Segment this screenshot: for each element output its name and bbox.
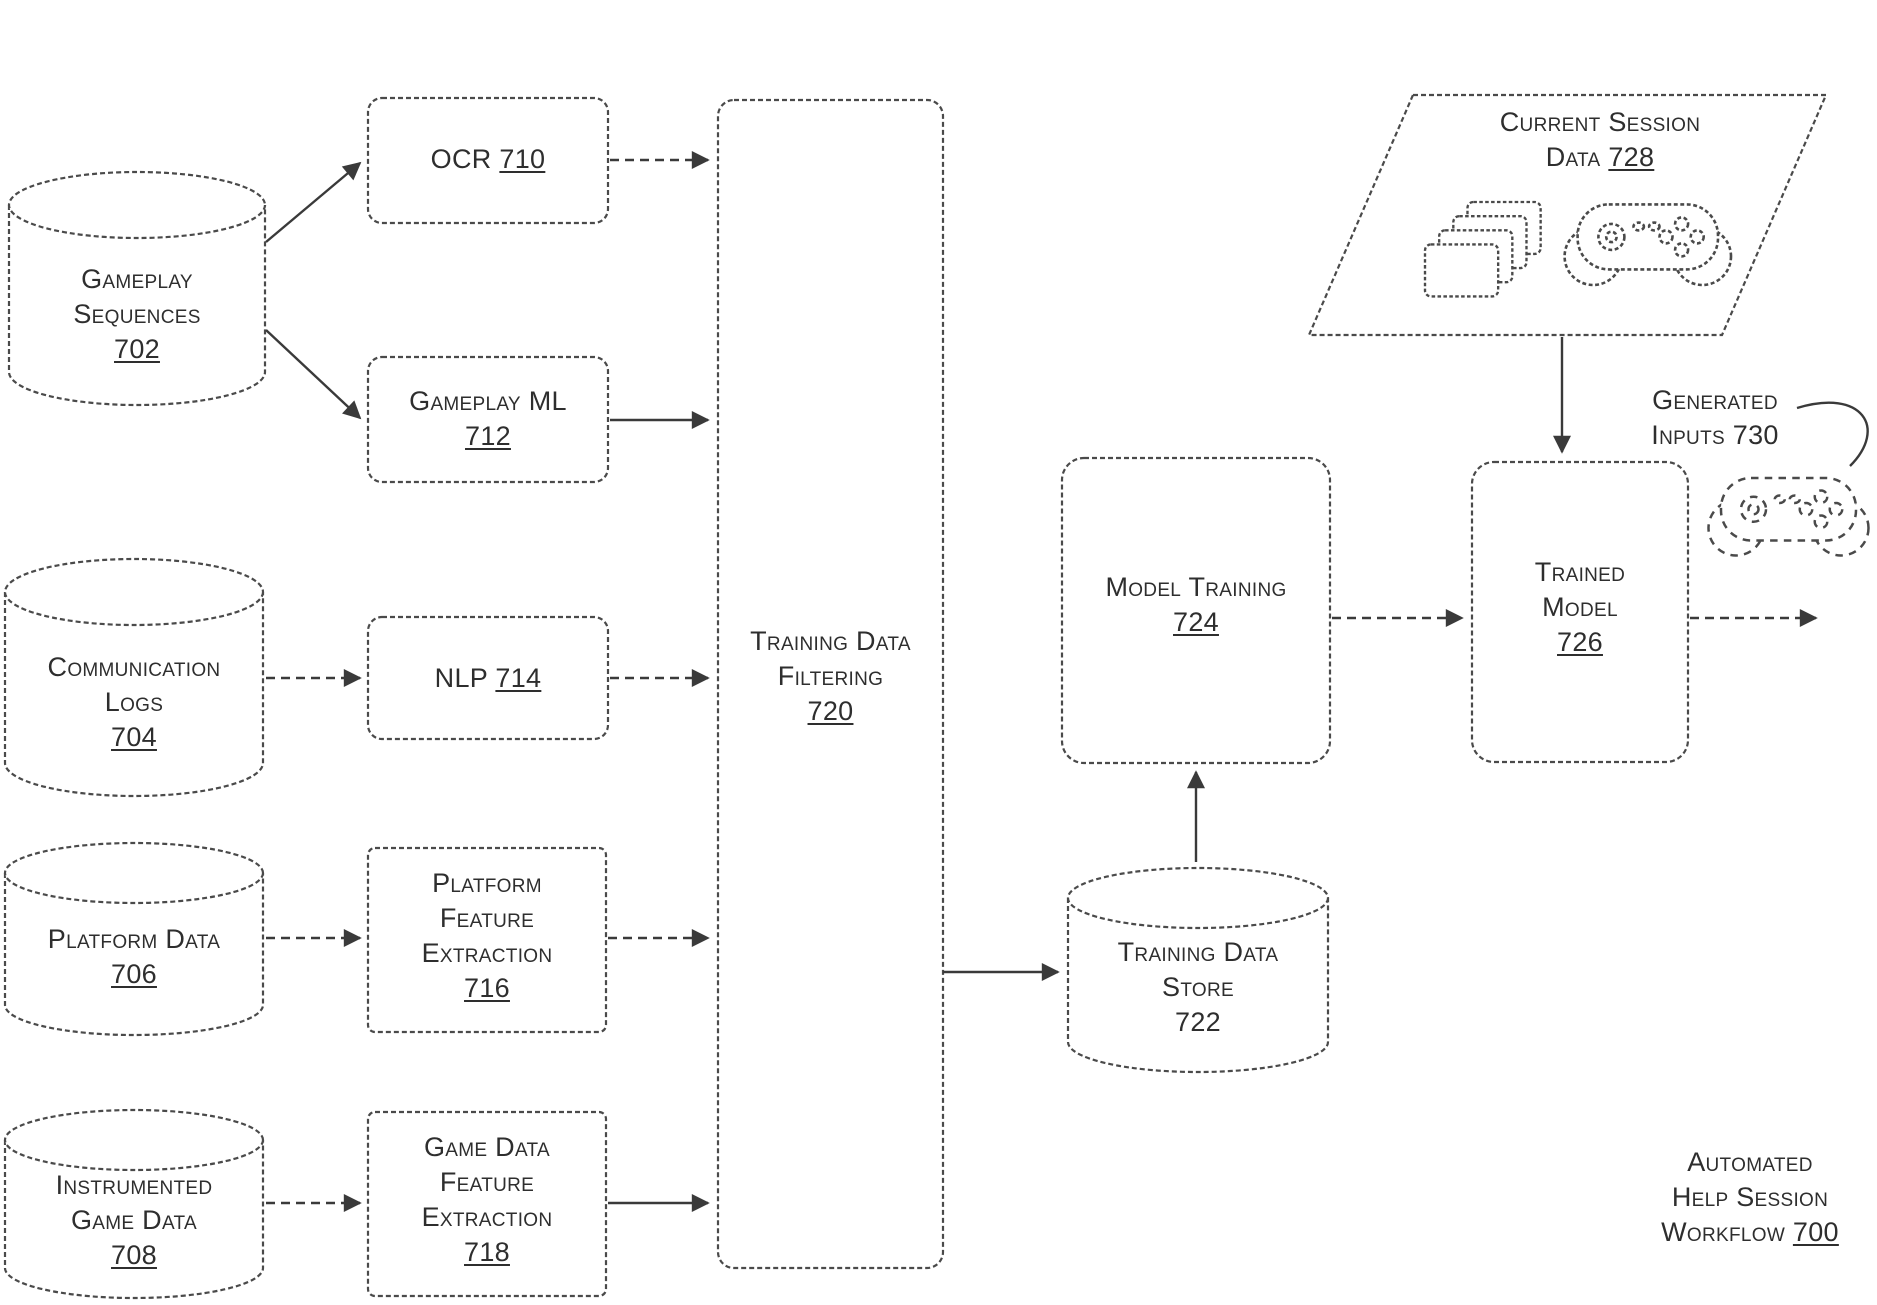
cylinder-gameplay-sequences (7, 170, 267, 407)
trained-model-label: Trained Model 726 (1534, 557, 1626, 657)
training-data-filtering-label: Training Data Filtering 720 (750, 626, 911, 726)
platform-feature-extraction-label: Platform Feature Extraction 716 (421, 868, 553, 1003)
figure-caption: Automated Help Session Workflow 700 (1661, 1147, 1839, 1247)
nlp-label: NLP 714 (434, 663, 542, 693)
box-model-training (1060, 456, 1332, 765)
box-ocr (366, 96, 610, 225)
box-nlp (366, 615, 610, 741)
current-session-data-label: Current Session Data 728 (1499, 107, 1701, 172)
platform-data-label: Platform Data 706 (47, 924, 221, 989)
box-game-data-feature-extraction (366, 1110, 608, 1298)
cylinder-training-data-store (1066, 866, 1330, 1074)
model-training-label: Model Training 724 (1105, 572, 1287, 637)
ocr-label: OCR 710 (430, 144, 546, 174)
leader-730-to-controller (1796, 401, 1869, 467)
instrumented-game-data-label: Instrumented Game Data 708 (55, 1170, 213, 1270)
training-data-store-label: Training Data Store 722 (1117, 937, 1279, 1037)
box-training-data-filtering (716, 98, 945, 1270)
cylinder-instrumented-game-data (3, 1108, 265, 1300)
arrow-702-to-710 (265, 161, 362, 243)
box-trained-model (1470, 460, 1690, 764)
gameplay-ml-label: Gameplay ML 712 (409, 386, 567, 451)
gameplay-sequences-label: Gameplay Sequences 702 (73, 264, 201, 364)
box-gameplay-ml (366, 355, 610, 484)
arrow-702-to-712 (265, 329, 362, 420)
box-platform-feature-extraction (366, 846, 608, 1034)
cylinder-platform-data (3, 841, 265, 1037)
generated-inputs-label: Generated Inputs 730 (1651, 385, 1779, 450)
communication-logs-label: Communication Logs 704 (47, 652, 221, 752)
cylinder-communication-logs (3, 557, 265, 798)
game-data-feature-extraction-label: Game Data Feature Extraction 718 (421, 1132, 553, 1267)
generated-controller-icon (1707, 476, 1870, 557)
